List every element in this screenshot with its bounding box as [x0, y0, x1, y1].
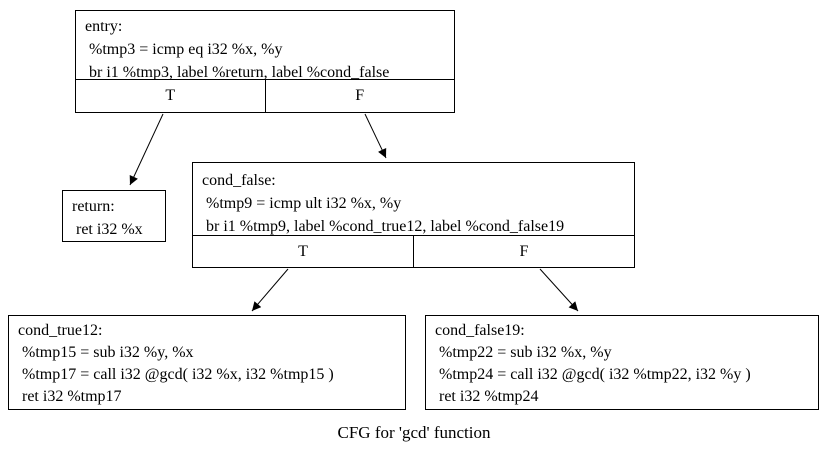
entry-true-branch: T [165, 87, 176, 104]
node-cond-false19: cond_false19: %tmp22 = sub i32 %x, %y %t… [425, 315, 819, 410]
instruction-line: %tmp15 = sub i32 %y, %x [18, 344, 194, 361]
instruction-line: %tmp17 = call i32 @gcd( i32 %x, i32 %tmp… [18, 366, 334, 383]
instruction-line: br i1 %tmp9, label %cond_true12, label %… [202, 218, 565, 235]
node-cond-false-branch-row: T F [193, 235, 634, 267]
node-cond-false19-body: cond_false19: %tmp22 = sub i32 %x, %y %t… [426, 316, 818, 409]
edge-cond-false-false-to-cond-false19 [539, 268, 579, 312]
cond-false-false-branch: F [413, 236, 634, 267]
node-return: return: ret i32 %x [62, 190, 166, 242]
instruction-line: %tmp22 = sub i32 %x, %y [435, 344, 612, 361]
node-cond-true12-body: cond_true12: %tmp15 = sub i32 %y, %x %tm… [9, 316, 405, 409]
edge-cond-false-true-to-cond-true12 [251, 268, 289, 312]
basic-block-label: cond_false19: [435, 322, 525, 339]
edge-entry-false-to-cond-false [364, 113, 387, 159]
edge-entry-true-to-return [129, 113, 164, 186]
basic-block-label: cond_true12: [18, 322, 103, 339]
node-cond-true12: cond_true12: %tmp15 = sub i32 %y, %x %tm… [8, 315, 406, 410]
node-entry-body: entry: %tmp3 = icmp eq i32 %x, %y br i1 … [76, 11, 454, 79]
node-entry-branch-row: T F [76, 79, 454, 112]
cond-false-true-branch: T [298, 242, 308, 260]
node-entry: entry: %tmp3 = icmp eq i32 %x, %y br i1 … [75, 10, 455, 113]
node-return-body: return: ret i32 %x [63, 191, 165, 241]
instruction-line: ret i32 %x [72, 221, 143, 238]
entry-false-branch: F [264, 80, 455, 112]
instruction-line: ret i32 %tmp17 [18, 388, 122, 405]
basic-block-label: cond_false: [202, 172, 276, 189]
instruction-line: %tmp3 = icmp eq i32 %x, %y [85, 41, 283, 58]
graph-caption: CFG for 'gcd' function [337, 423, 491, 442]
instruction-line: ret i32 %tmp24 [435, 388, 539, 405]
instruction-line: br i1 %tmp3, label %return, label %cond_… [85, 64, 390, 79]
node-cond-false: cond_false: %tmp9 = icmp ult i32 %x, %y … [192, 162, 635, 268]
instruction-line: %tmp24 = call i32 @gcd( i32 %tmp22, i32 … [435, 366, 751, 383]
instruction-line: %tmp9 = icmp ult i32 %x, %y [202, 195, 402, 212]
basic-block-label: entry: [85, 18, 123, 35]
node-cond-false-body: cond_false: %tmp9 = icmp ult i32 %x, %y … [193, 163, 634, 235]
basic-block-label: return: [72, 198, 115, 215]
